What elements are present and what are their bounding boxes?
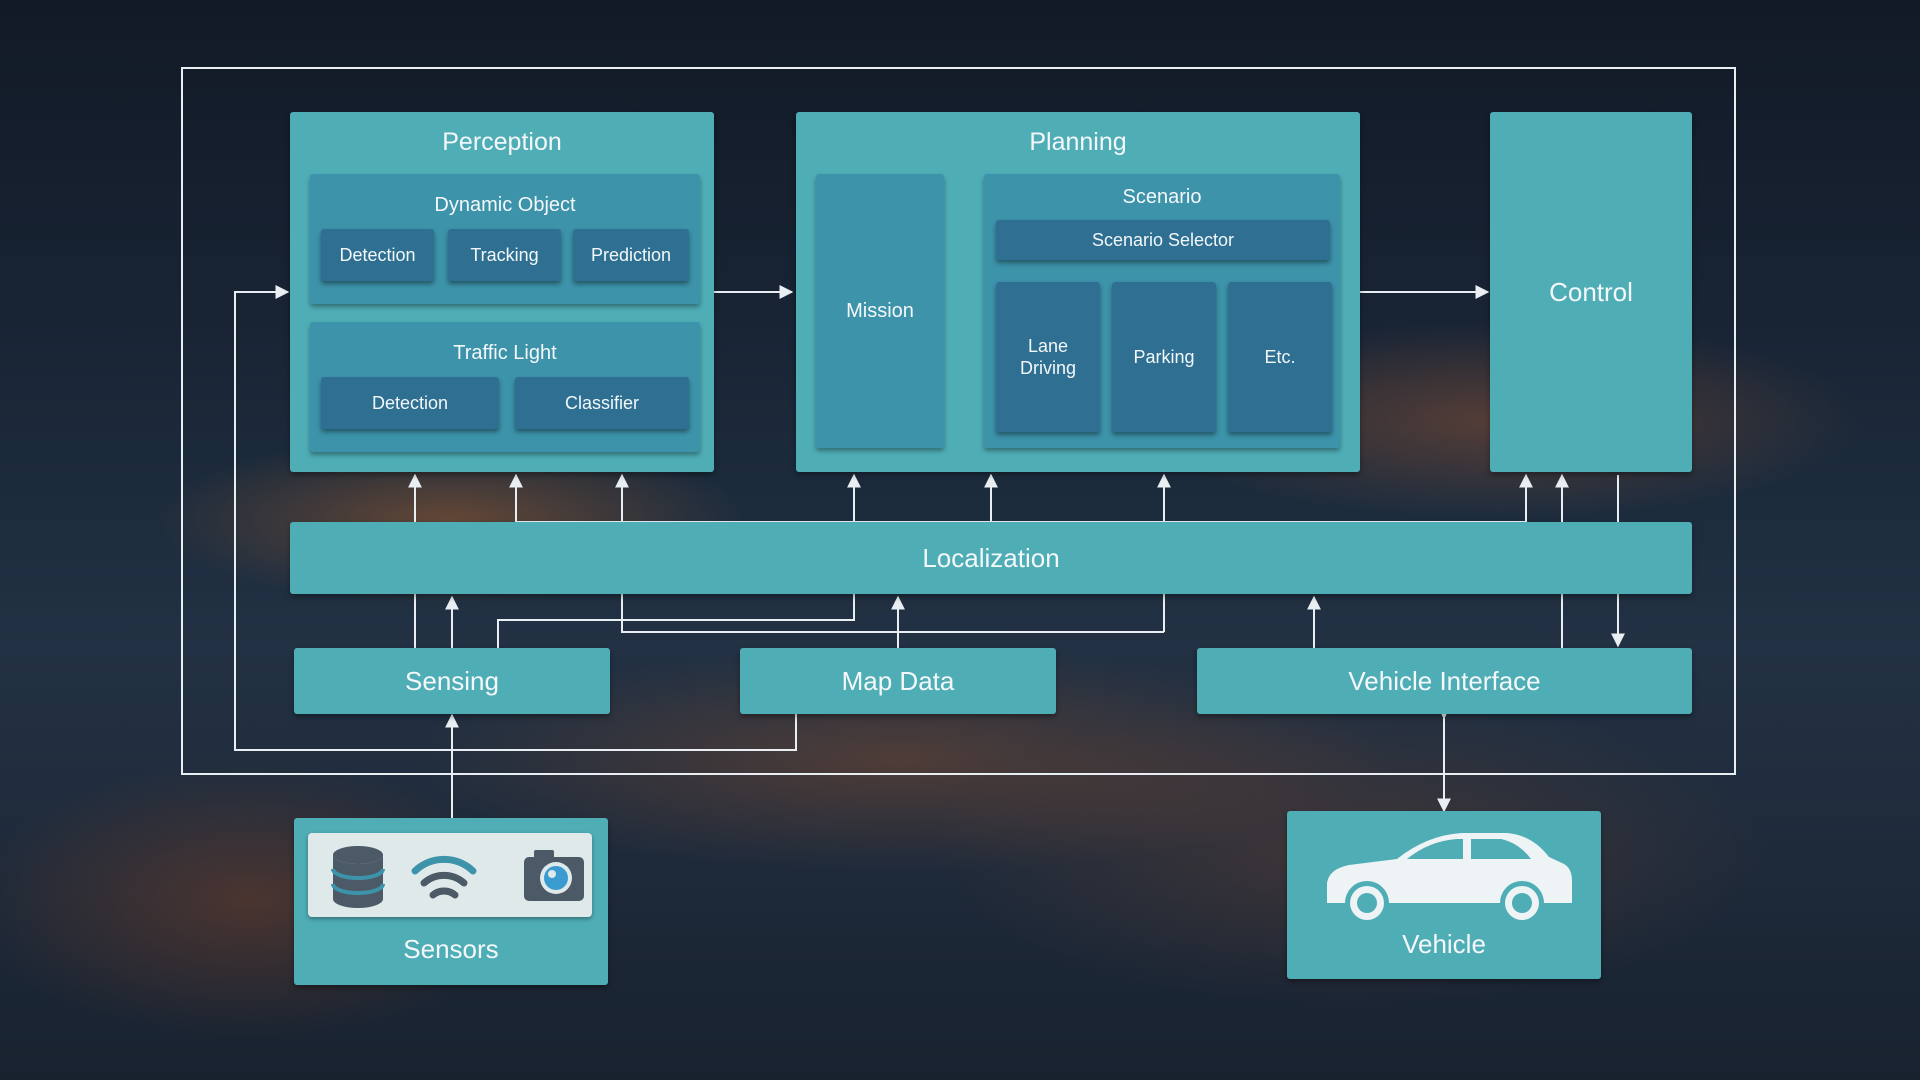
database-icon [331,846,385,908]
dynamic-detection-chip: Detection [321,229,434,281]
control-block: Control [1490,112,1692,472]
classifier-chip: Classifier [515,377,689,429]
vehicle-block: Vehicle [1287,811,1601,979]
arrow-localization-bus [516,473,1533,523]
traffic-light-group: Traffic Light Detection Classifier [310,322,700,452]
vehicle-interface-block: Vehicle Interface [1197,648,1692,714]
sensor-icon-tray [308,833,592,917]
vehicle-title: Vehicle [1402,929,1486,959]
sensing-block: Sensing [294,648,610,714]
planning-block: Planning Mission Scenario Scenario Selec… [796,112,1360,472]
scenario-group: Scenario Scenario Selector Lane Driving … [984,174,1340,448]
scenario-selector-chip: Scenario Selector [996,220,1330,260]
etc-chip: Etc. [1228,282,1332,432]
wifi-icon [411,855,477,899]
map-data-block: Map Data [740,648,1056,714]
localization-block: Localization [290,522,1692,594]
system-boundary [181,67,1736,775]
mission-block: Mission [816,174,944,448]
perception-block: Perception Dynamic Object Detection Trac… [290,112,714,472]
dynamic-object-title: Dynamic Object [434,194,576,216]
sensors-block: Sensors [294,818,608,985]
planning-title: Planning [1029,128,1127,156]
tracking-chip: Tracking [448,229,561,281]
sensors-title: Sensors [403,934,499,964]
traffic-detection-chip: Detection [321,377,499,429]
prediction-chip: Prediction [573,229,689,281]
lane-driving-chip: Lane Driving [996,282,1100,432]
arrow-mapdata-perception [234,285,797,751]
parking-chip: Parking [1112,282,1216,432]
perception-title: Perception [442,128,562,156]
traffic-light-title: Traffic Light [453,342,557,364]
dynamic-object-group: Dynamic Object Detection Tracking Predic… [310,174,700,304]
camera-icon [524,850,584,901]
car-icon [1327,833,1572,921]
scenario-title: Scenario [1122,186,1202,208]
